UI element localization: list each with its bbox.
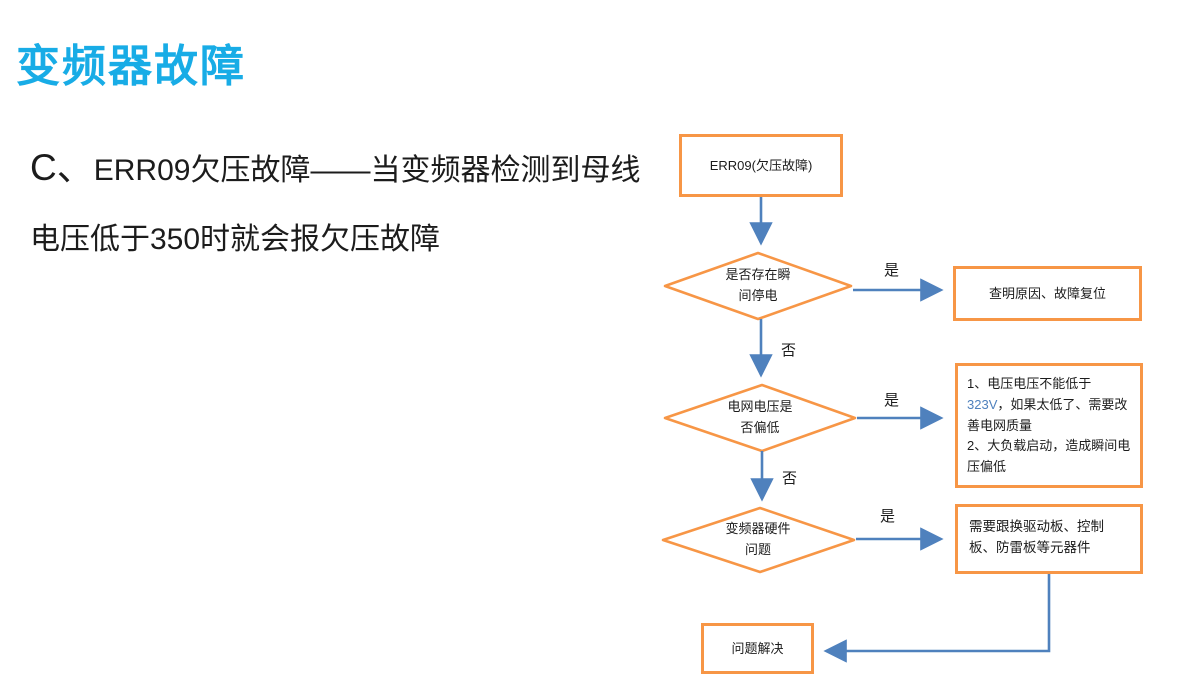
decision2-yes-label: 是 <box>884 392 900 409</box>
decision3-label: 变频器硬件问题 <box>688 519 828 561</box>
body-text-line-2: 电压低于350时就会报欠压故障 <box>30 223 441 256</box>
decision2-no-label: 否 <box>782 470 798 487</box>
decision1-line1: 是否存在瞬 <box>725 267 791 282</box>
decision2-line2: 否偏低 <box>740 419 780 435</box>
decision1-yes-label: 是 <box>884 262 900 279</box>
body-line1-prefix: C、 <box>30 147 94 188</box>
body-text-line-1: C、ERR09欠压故障——当变频器检测到母线 <box>30 137 640 191</box>
decision3-line1: 变频器硬件 <box>725 521 791 536</box>
decision3-yes-label: 是 <box>880 508 896 525</box>
decision3-line2: 问题 <box>744 541 771 557</box>
body-line1-text: ERR09欠压故障——当变频器检测到母线 <box>93 154 641 187</box>
flowchart-end-box: 问题解决 <box>701 623 814 674</box>
decision1-no-label: 否 <box>781 342 797 359</box>
decision2-line1: 电网电压是 <box>727 399 793 414</box>
flowchart-start-box: ERR09(欠压故障) <box>679 134 843 197</box>
decision-diamond-1 <box>663 251 853 321</box>
decision1-label: 是否存在瞬间停电 <box>688 265 828 307</box>
result2-box: 1、电压电压不能低于 323V，如果太低了、需要改善电网质量 2、大负载启动，造成… <box>955 363 1143 488</box>
result2-item1-text2: ，如果太低了、需要改善电网质量 <box>967 396 1128 433</box>
result1-box: 查明原因、故障复位 <box>953 266 1142 321</box>
decision1-line2: 间停电 <box>738 287 778 303</box>
decision-diamond-2 <box>663 383 857 453</box>
page-title: 变频器故障 <box>16 42 246 91</box>
result2-text: 1、电压电压不能低于 323V，如果太低了、需要改善电网质量 2、大负载启动，造成… <box>967 374 1131 478</box>
decision2-label: 电网电压是否偏低 <box>690 397 830 439</box>
arrow-result3-to-end <box>823 574 1051 663</box>
decision-diamond-3 <box>661 506 856 574</box>
result2-voltage-value: 323V <box>967 396 998 412</box>
result2-item1: 1、电压电压不能低于 323V，如果太低了、需要改善电网质量 <box>967 374 1131 436</box>
result3-box: 需要跟换驱动板、控制板、防雷板等元器件 <box>955 504 1143 574</box>
result2-item2: 2、大负载启动，造成瞬间电压偏低 <box>967 438 1131 475</box>
result2-item1-text: 1、电压电压不能低于 <box>967 376 1092 391</box>
